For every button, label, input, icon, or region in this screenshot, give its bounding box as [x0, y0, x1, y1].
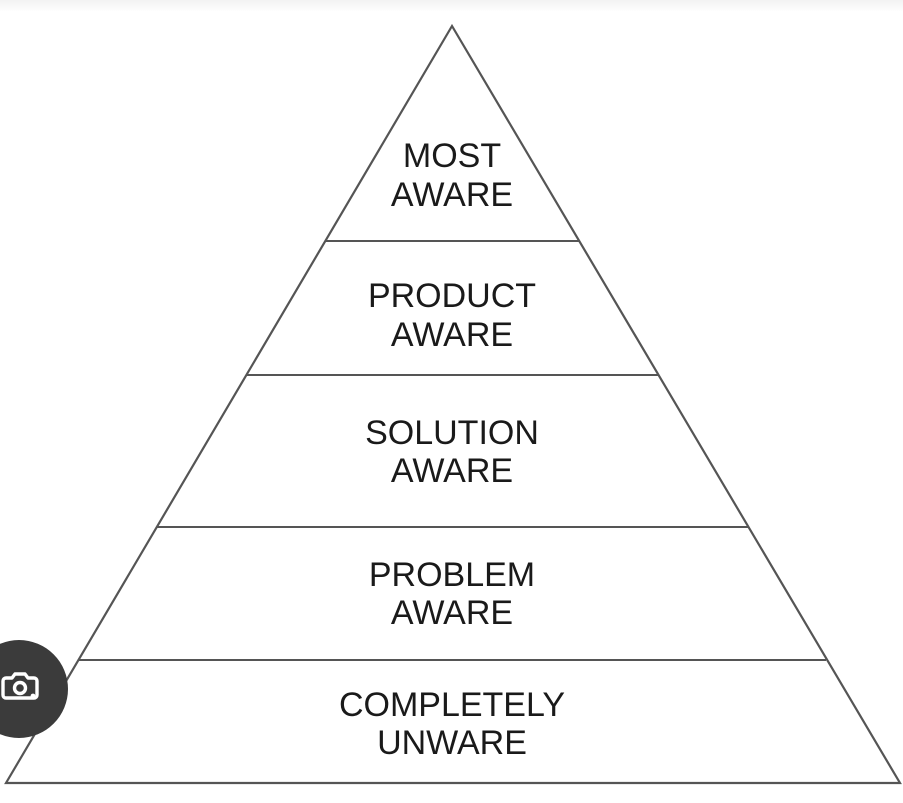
tier-solution-aware-line1: SOLUTION — [365, 414, 539, 452]
tier-problem-aware-line1: PROBLEM — [369, 556, 535, 594]
top-edge — [0, 0, 903, 12]
tier-completely-unware-line2: UNWARE — [377, 724, 527, 762]
tier-problem-aware-line2: AWARE — [391, 594, 513, 632]
google-lens-icon — [1, 672, 39, 700]
tier-most-aware-line1: MOST — [403, 137, 501, 175]
tier-product-aware-line1: PRODUCT — [368, 277, 536, 315]
pyramid-outline — [4, 23, 902, 785]
cropped-caption-text — [0, 789, 903, 803]
tier-completely-unware-line1: COMPLETELY — [339, 686, 565, 724]
tier-product-aware-line2: AWARE — [391, 316, 513, 354]
tier-most-aware-line2: AWARE — [391, 176, 513, 214]
tier-solution-aware-line2: AWARE — [391, 452, 513, 490]
